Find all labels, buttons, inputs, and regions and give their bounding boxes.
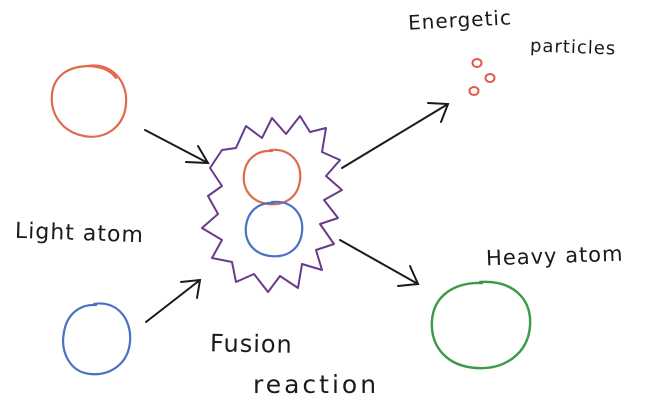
label-reaction: reaction [253,370,379,399]
light-atom-red [52,65,126,136]
arrow-to-heavy-atom [340,240,418,286]
fusing-atom-blue [246,202,302,256]
label-particles: particles [530,36,617,60]
fusing-atom-red [244,150,300,204]
particle [473,59,482,67]
label-heavy-atom: Heavy atom [486,242,624,271]
arrow-to-particles [342,103,448,168]
arrow-blue-to-fusion [146,280,200,322]
label-light-atom: Light atom [15,219,145,248]
energetic-particles [470,59,495,95]
light-atom-blue [63,303,130,374]
arrow-red-to-fusion [145,130,208,163]
label-fusion: Fusion [210,329,293,358]
heavy-atom-green [432,282,530,368]
particle [470,87,479,95]
particle [486,74,495,82]
